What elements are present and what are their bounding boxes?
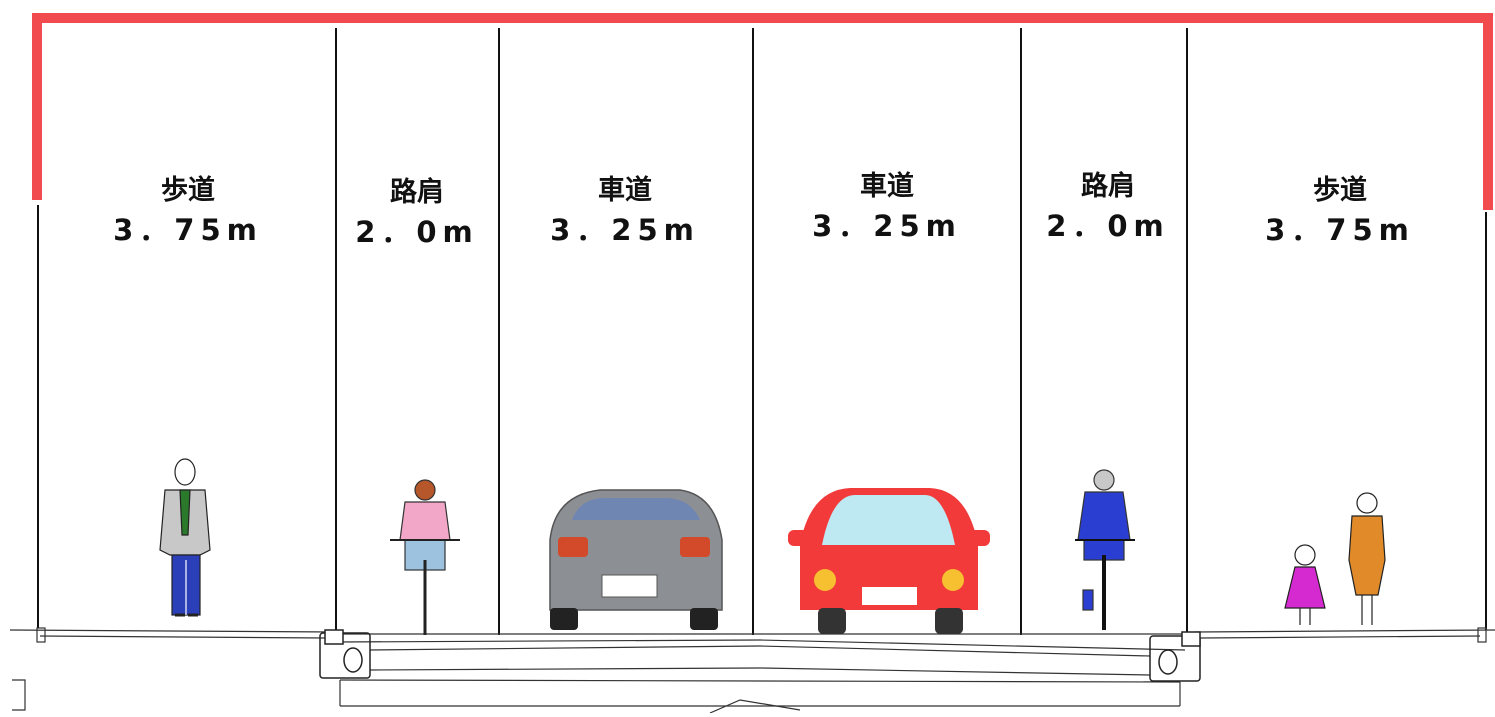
cyclist-blue-shirt-icon: [1075, 469, 1135, 630]
lane-name: 車道: [860, 171, 914, 202]
lane-dividers: [37, 28, 1487, 635]
lane-label-sidewalk-right: 歩道 3．75m: [1235, 174, 1445, 250]
lane-name: 路肩: [1081, 171, 1135, 202]
cyclist-pink-shirt-icon: [390, 479, 460, 635]
lane-name: 歩道: [161, 175, 215, 206]
child-pedestrian-icon: [1284, 544, 1326, 625]
road-surface: [9, 627, 1495, 714]
lane-name: 歩道: [1313, 175, 1367, 206]
lane-label-carriageway-left: 車道 3．25m: [520, 174, 730, 250]
lane-width: 3．25m: [812, 209, 962, 243]
lane-name: 車道: [598, 175, 652, 206]
lane-label-shoulder-left: 路肩 2．0m: [337, 176, 497, 252]
lane-label-shoulder-right: 路肩 2．0m: [1028, 170, 1188, 246]
pedestrian-woman-icon: [1348, 492, 1386, 625]
gutter-right: [1149, 631, 1201, 682]
lane-width: 2．0m: [355, 215, 479, 249]
grey-car-icon: [549, 489, 723, 630]
clearance-frame: [32, 13, 1493, 210]
lane-label-sidewalk-left: 歩道 3．75m: [88, 174, 288, 250]
red-car-icon: [788, 488, 990, 634]
lane-name: 路肩: [390, 177, 444, 208]
lane-width: 3．75m: [113, 213, 263, 247]
lane-width: 2．0m: [1046, 209, 1170, 243]
gutter-left: [319, 629, 371, 679]
lane-width: 3．75m: [1265, 213, 1415, 247]
lane-label-carriageway-right: 車道 3．25m: [782, 170, 992, 246]
pedestrian-man-icon: [159, 458, 211, 617]
lane-width: 3．25m: [550, 213, 700, 247]
